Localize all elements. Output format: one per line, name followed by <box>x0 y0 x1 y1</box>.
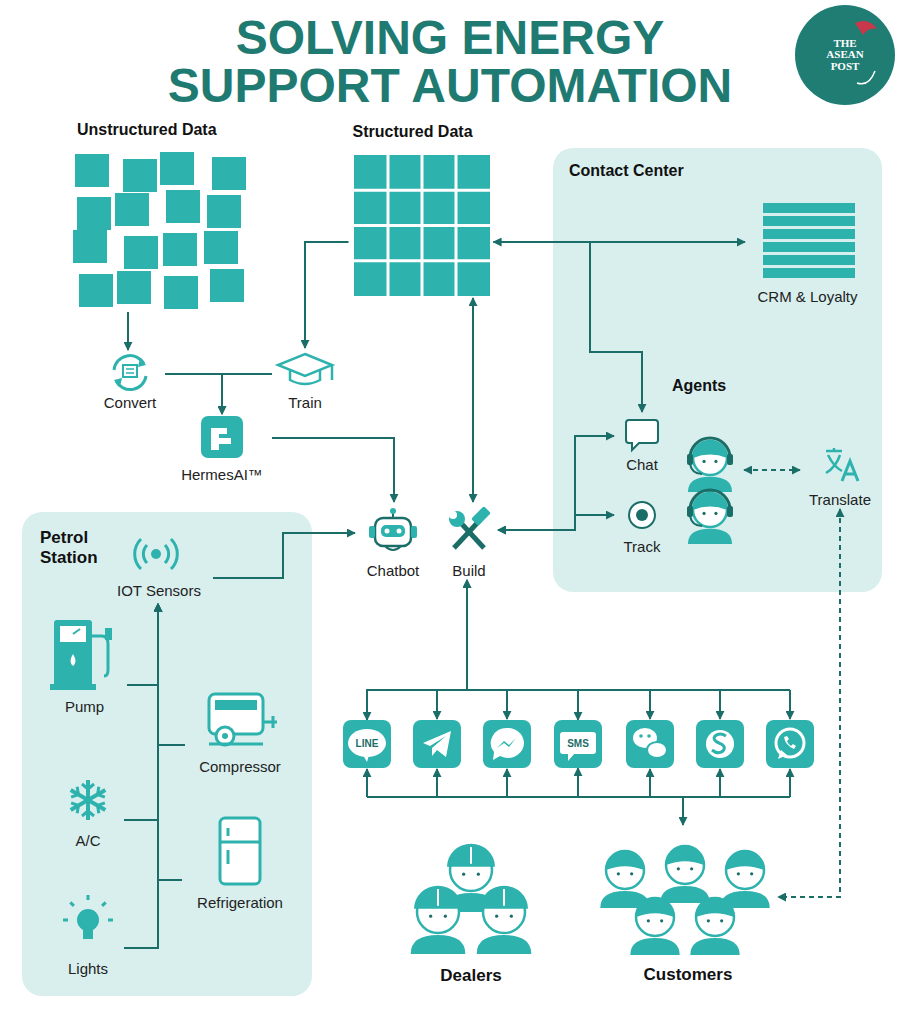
panel-heading: Contact Center <box>569 161 684 180</box>
customers-group: Customers <box>598 825 778 985</box>
node-label: Chat <box>626 456 658 474</box>
messenger-icon <box>483 720 531 768</box>
node-label: Pump <box>65 698 104 716</box>
connector <box>494 242 643 412</box>
agents-group-icon <box>672 376 744 534</box>
telegram-icon <box>413 720 461 768</box>
connector <box>305 242 349 348</box>
node-label: Convert <box>104 394 157 412</box>
node-label: Translate <box>809 491 871 509</box>
node-label: Build <box>452 562 485 580</box>
panel-heading: Petrol Station <box>40 528 115 569</box>
connector <box>467 580 578 720</box>
node-label: Unstructured Data <box>77 120 217 139</box>
train-step: Train <box>272 348 338 412</box>
connector <box>124 604 158 820</box>
customers-group-icon <box>598 825 778 985</box>
dealers-group: Dealers <box>412 838 530 986</box>
connector <box>165 374 222 414</box>
pump-equipment: Pump <box>42 612 127 716</box>
chat-channel: Chat <box>614 412 670 474</box>
build-tools: Build <box>440 502 498 580</box>
title: SOLVING ENERGY SUPPORT AUTOMATION <box>140 14 760 110</box>
connector <box>744 469 800 471</box>
connector <box>472 298 474 502</box>
connector <box>778 509 840 897</box>
whatsapp-icon <box>766 720 814 768</box>
node-label: Dealers <box>440 966 501 986</box>
track-channel: Track <box>614 494 670 556</box>
data-group-icon <box>349 122 494 298</box>
node-label: HermesAI™ <box>181 466 263 484</box>
data-group: Unstructured Data <box>65 120 255 312</box>
node-label: LINE <box>356 738 379 750</box>
panel-ground <box>553 148 882 592</box>
connector <box>578 768 683 825</box>
node-label: Lights <box>68 960 108 978</box>
node-label: Track <box>624 538 661 556</box>
connector <box>222 374 272 414</box>
iot-sensor: IOT Sensors <box>105 532 213 604</box>
translate-service: Translate <box>800 443 880 509</box>
connector <box>124 604 158 948</box>
node-label: Refrigeration <box>197 894 283 912</box>
node-label: CRM & Loyalty <box>757 288 857 306</box>
node-label: Structured Data <box>353 122 473 141</box>
node-label: Customers <box>644 965 733 985</box>
line-app-icon: LINE <box>343 720 391 768</box>
contact-center-panel: Contact CenterCRM & LoyaltyAgentsChatTra… <box>553 148 882 592</box>
node-label: Train <box>288 394 322 412</box>
node-label: THE ASEAN POST <box>820 38 870 73</box>
crm-database: CRM & Loyalty <box>745 198 870 306</box>
connector <box>213 533 355 578</box>
ac-equipment: A/C <box>52 774 124 850</box>
data-group: Structured Data <box>349 122 494 298</box>
lights-equipment: Lights <box>52 892 124 978</box>
connector <box>158 604 185 745</box>
sms-app-icon: SMS <box>554 720 602 768</box>
agents-group: Agents <box>672 376 744 534</box>
node-label: IOT Sensors <box>117 582 201 600</box>
connector <box>272 438 394 502</box>
node-label: A/C <box>75 832 100 850</box>
data-group-icon <box>65 120 255 312</box>
compressor-equipment: Compressor <box>185 686 295 776</box>
connector <box>158 604 182 880</box>
connector <box>498 436 614 530</box>
node-label: Compressor <box>199 758 281 776</box>
petrol-station-panel: Petrol StationIOT SensorsPumpCompressorA… <box>22 512 312 996</box>
dealers-group-icon <box>412 838 530 986</box>
connector <box>127 604 158 685</box>
wechat-icon <box>626 720 674 768</box>
node-label: Chatbot <box>367 562 420 580</box>
logo-badge: THE ASEAN POST <box>795 5 895 105</box>
skype-icon <box>696 720 744 768</box>
hermes-ai-engine: HermesAI™ <box>172 414 272 484</box>
node-label: Agents <box>672 376 726 395</box>
connector <box>127 312 129 350</box>
connector <box>367 580 467 720</box>
refrigeration-equipment: Refrigeration <box>182 812 298 912</box>
chatbot: Chatbot <box>355 502 431 580</box>
convert-step: Convert <box>95 350 165 412</box>
connector <box>498 515 614 530</box>
node-label: SMS <box>567 738 589 750</box>
panel-ground <box>22 512 312 996</box>
